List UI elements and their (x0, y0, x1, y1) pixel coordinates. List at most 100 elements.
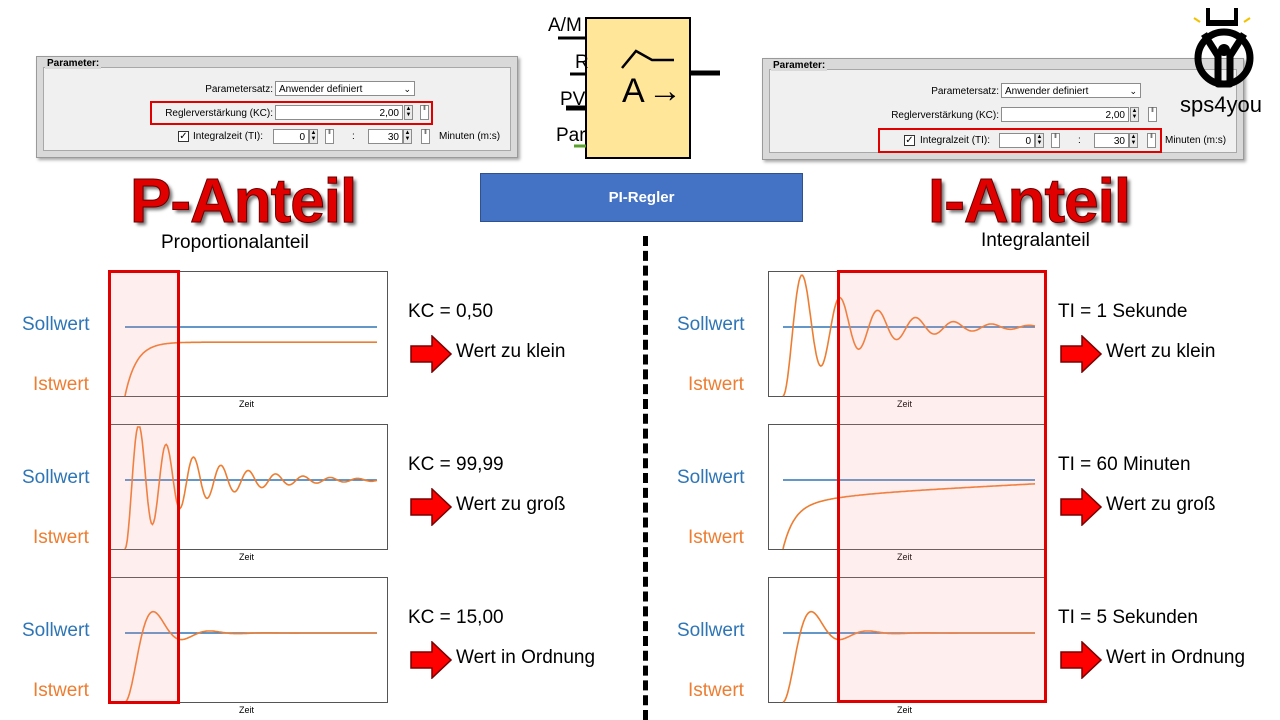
ti-minutes-bracket-icon: ‖ (325, 129, 334, 144)
response-chart-left-1 (110, 271, 388, 397)
ti-minutes-input[interactable]: 0 (273, 129, 309, 144)
pin-par-label: Par (556, 125, 586, 146)
parametersatz-value: Anwender definiert (1005, 86, 1089, 97)
kc-input[interactable]: 2,00 (1001, 107, 1129, 122)
pi-regler-banner-label: PI-Regler (608, 189, 675, 206)
ti-colon: : (1078, 135, 1081, 146)
sollwert-label: Sollwert (22, 620, 90, 641)
istwert-curve (124, 341, 377, 397)
ti-unit: Minuten (m:s) (1165, 135, 1227, 146)
parametersatz-label: Parametersatz: (931, 86, 999, 97)
parameter-value: TI = 5 Sekunden (1058, 607, 1198, 628)
response-chart-right-1 (768, 271, 1046, 397)
ti-minutes-spinner[interactable]: ▲▼ (309, 129, 318, 144)
zeit-axis-label: Zeit (897, 552, 913, 562)
verdict-text: Wert zu groß (1106, 494, 1216, 515)
ti-seconds-bracket-icon: ‖ (421, 129, 430, 144)
zeit-axis-label: Zeit (239, 552, 255, 562)
chart-plot (782, 610, 1035, 703)
ti-seconds-input[interactable]: 30 (1094, 133, 1129, 148)
sollwert-label: Sollwert (677, 314, 745, 335)
chart-plot (782, 274, 1036, 397)
i-anteil-highlight (837, 270, 1047, 703)
response-chart-left-3 (110, 577, 388, 703)
ti-label: Integralzeit (TI): (193, 131, 264, 142)
istwert-curve (782, 610, 1035, 703)
chart-plot (782, 479, 1036, 550)
red-arrow-icon (410, 334, 453, 378)
istwert-label: Istwert (33, 527, 89, 548)
sollwert-label: Sollwert (22, 467, 90, 488)
kc-input[interactable]: 2,00 (275, 105, 403, 120)
verdict-text: Wert zu groß (456, 494, 566, 515)
ti-seconds-bracket-icon: ‖ (1147, 133, 1156, 148)
sps4you-logo: sps4you (1180, 4, 1278, 124)
ti-minutes-input[interactable]: 0 (999, 133, 1035, 148)
ti-minutes-bracket-icon: ‖ (1051, 133, 1060, 148)
red-arrow-icon (1060, 640, 1103, 684)
response-chart-left-2 (110, 424, 388, 550)
sps4you-logo-text: sps4you (1180, 92, 1262, 117)
chart-plot (124, 610, 377, 703)
verdict-text: Wert in Ordnung (456, 647, 596, 668)
parameter-value: KC = 0,50 (408, 301, 494, 322)
pi-block-body (585, 17, 691, 159)
pi-block-graphic (558, 17, 720, 159)
ti-seconds-input[interactable]: 30 (368, 129, 403, 144)
zeit-axis-label: Zeit (239, 399, 255, 409)
verdict-text: Wert zu klein (1106, 341, 1216, 362)
kc-spinner[interactable]: ▲▼ (404, 105, 413, 120)
ti-seconds-spinner[interactable]: ▲▼ (403, 129, 412, 144)
ti-minutes-spinner[interactable]: ▲▼ (1035, 133, 1044, 148)
istwert-label: Istwert (33, 680, 89, 701)
p-anteil-subtitle: Proportionalanteil (161, 232, 309, 253)
red-arrow-icon (1060, 487, 1103, 531)
parameter-panel-left: Parameter: Parametersatz: Anwender defin… (36, 56, 518, 158)
ti-checkbox[interactable]: ✓ (178, 131, 189, 142)
istwert-curve (124, 610, 377, 703)
pin-r-label: R (575, 52, 589, 73)
sps4you-logo-icon (1193, 8, 1254, 88)
chart-plot (124, 426, 378, 550)
parameter-value: KC = 99,99 (408, 454, 504, 475)
parameter-panel-right-title: Parameter: (771, 60, 828, 71)
sollwert-label: Sollwert (22, 314, 90, 335)
pin-pv-label: PV (560, 89, 586, 110)
parametersatz-select[interactable]: Anwender definiert ⌄ (275, 81, 415, 96)
red-arrow-icon (1060, 334, 1103, 378)
istwert-label: Istwert (33, 374, 89, 395)
kc-label: Reglerverstärkung (KC): (165, 108, 273, 119)
parametersatz-select[interactable]: Anwender definiert ⌄ (1001, 83, 1141, 98)
p-anteil-title: P-Anteil (129, 167, 357, 237)
i-anteil-title: I-Anteil (927, 167, 1131, 237)
ti-label: Integralzeit (TI): (920, 135, 991, 146)
parameter-value: KC = 15,00 (408, 607, 504, 628)
sollwert-label: Sollwert (677, 620, 745, 641)
chevron-down-icon: ⌄ (403, 84, 411, 94)
red-arrow-icon (410, 640, 453, 684)
zeit-axis-label: Zeit (897, 705, 913, 715)
chevron-down-icon: ⌄ (1129, 86, 1137, 96)
p-anteil-highlight (108, 270, 180, 704)
kc-highlight-box (150, 101, 433, 125)
ti-checkbox[interactable]: ✓ (904, 135, 915, 146)
kc-label: Reglerverstärkung (KC): (891, 110, 999, 121)
verdict-text: Wert in Ordnung (1106, 647, 1246, 668)
parameter-panel-right: Parameter: Parametersatz: Anwender defin… (762, 58, 1244, 160)
parametersatz-value: Anwender definiert (279, 84, 363, 95)
ti-seconds-spinner[interactable]: ▲▼ (1129, 133, 1138, 148)
kc-spinner[interactable]: ▲▼ (1130, 107, 1139, 122)
kc-bracket-icon: ‖ (1148, 107, 1157, 122)
istwert-curve (782, 483, 1036, 550)
istwert-label: Istwert (688, 374, 744, 395)
istwert-curve (782, 274, 1036, 397)
istwert-label: Istwert (688, 527, 744, 548)
center-divider (643, 236, 648, 720)
red-arrow-icon (410, 487, 453, 531)
response-chart-right-2 (768, 424, 1046, 550)
zeit-axis-label: Zeit (897, 399, 913, 409)
pi-controller-block: A/M R PV Par A → (548, 12, 728, 160)
parametersatz-label: Parametersatz: (205, 84, 273, 95)
parameter-value: TI = 60 Minuten (1058, 454, 1191, 475)
zeit-axis-label: Zeit (239, 705, 255, 715)
